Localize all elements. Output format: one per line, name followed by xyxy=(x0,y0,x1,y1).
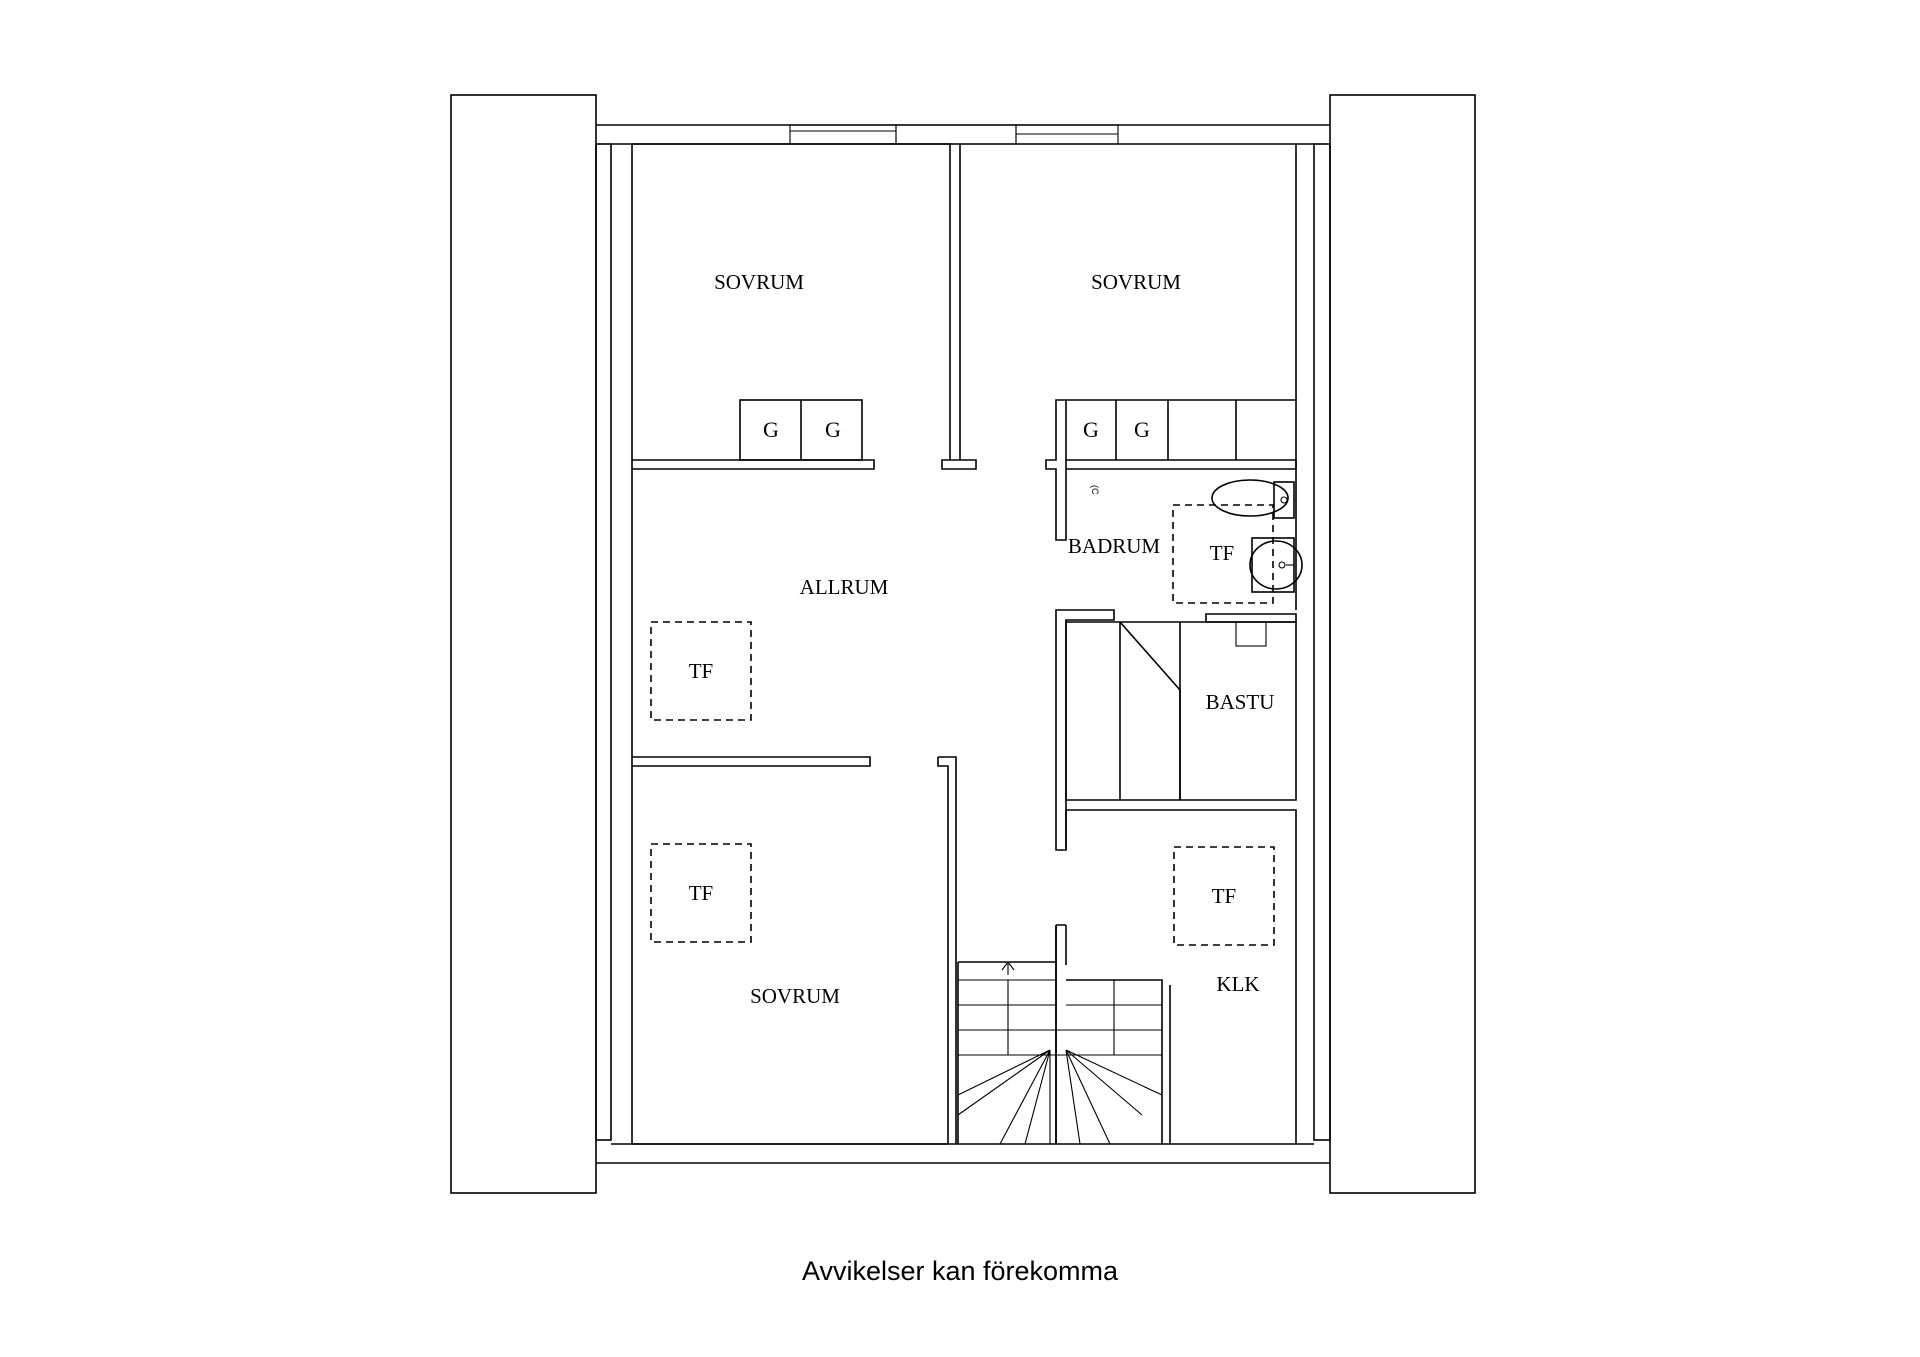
bottom-gable-wall xyxy=(596,1143,1330,1164)
floor-drain-icon xyxy=(1235,621,1267,647)
room-label-sovrum-top-left: SOVRUM xyxy=(714,270,804,294)
wardrobe-top-left: G G xyxy=(739,399,863,461)
tf-marker-allrum xyxy=(650,621,752,721)
bathroom: (C TF xyxy=(1055,460,1303,851)
wardrobe-label: G xyxy=(1134,417,1150,442)
wardrobe-label: G xyxy=(763,417,779,442)
tf-marker-klk xyxy=(1173,846,1275,946)
room-label-bastu: BASTU xyxy=(1206,690,1275,714)
shower-icon: (C xyxy=(1090,485,1100,495)
staircase xyxy=(957,925,1163,1145)
kitchen-walls xyxy=(1055,924,1171,1144)
room-label-sovrum-bottom: SOVRUM xyxy=(750,984,840,1008)
room-label-allrum: ALLRUM xyxy=(800,575,889,599)
bedroom-top-right-walls xyxy=(959,144,1297,460)
top-gable-wall xyxy=(596,124,1330,145)
tf-marker-badrum xyxy=(1172,504,1274,604)
left-knee-wall xyxy=(595,143,612,1141)
gable-window xyxy=(789,124,1119,145)
tf-label: TF xyxy=(1212,884,1237,908)
left-roof-slab xyxy=(450,94,597,1194)
allrum-walls xyxy=(632,756,957,1144)
tf-label: TF xyxy=(1210,541,1235,565)
toilet-icon xyxy=(1211,479,1295,519)
tf-label: TF xyxy=(689,881,714,905)
wardrobe-label: G xyxy=(825,417,841,442)
room-label-badrum: BADRUM xyxy=(1068,534,1161,558)
disclaimer-text: Avvikelser kan förekomma xyxy=(801,1256,1119,1286)
right-knee-wall xyxy=(1313,143,1331,1141)
sauna xyxy=(1065,621,1297,1144)
tf-label: TF xyxy=(689,659,714,683)
wardrobe-top-right: G G xyxy=(1045,399,1297,541)
room-label-klk: KLK xyxy=(1216,972,1259,996)
tf-marker-sovrum-bottom xyxy=(650,843,752,943)
sink-icon xyxy=(1249,537,1303,593)
wardrobe-label: G xyxy=(1083,417,1099,442)
room-label-sovrum-top-right: SOVRUM xyxy=(1091,270,1181,294)
right-roof-slab xyxy=(1329,94,1476,1194)
